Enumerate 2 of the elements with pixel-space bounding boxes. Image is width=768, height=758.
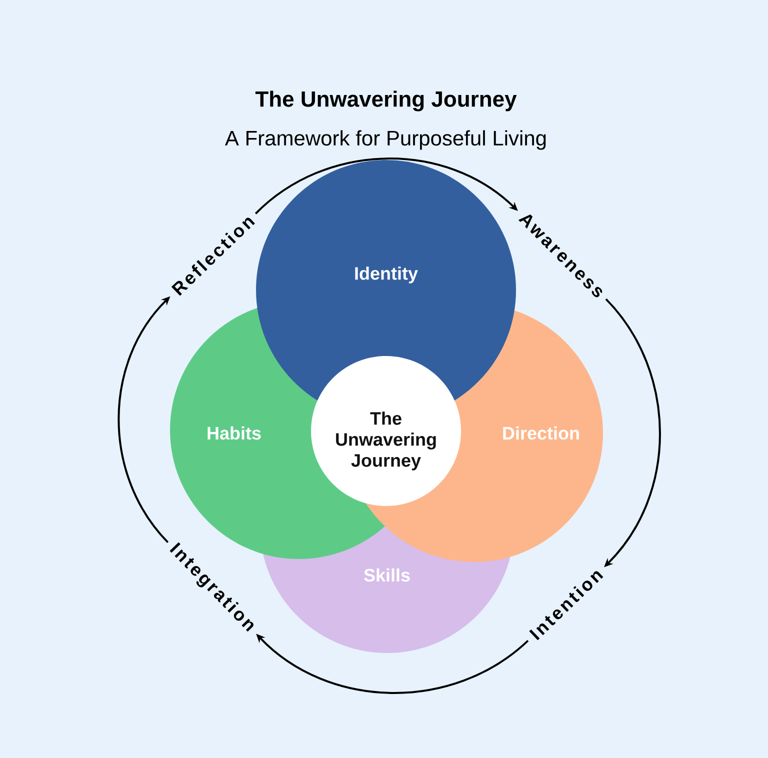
subtitle: A Framework for Purposeful Living bbox=[224, 130, 546, 150]
title: The Unwavering Journey bbox=[255, 90, 517, 112]
